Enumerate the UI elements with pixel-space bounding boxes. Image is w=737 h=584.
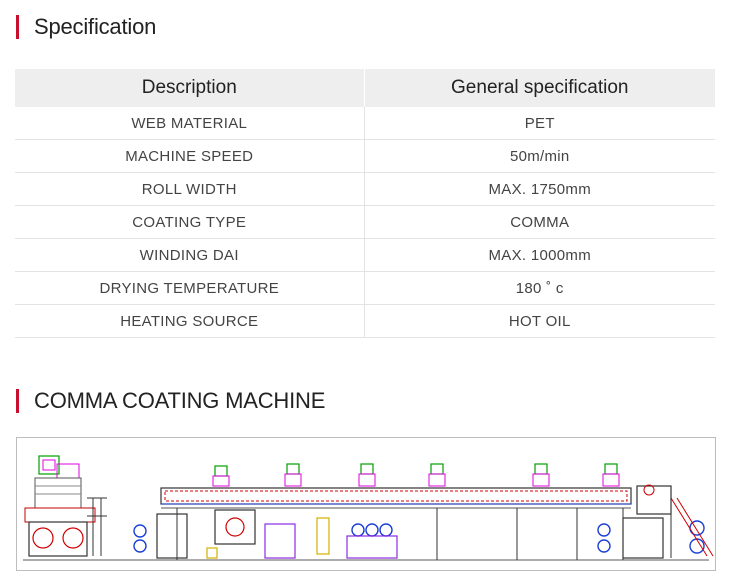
table-row: WINDING DAI MAX. 1000mm [15,238,715,272]
row-value: MAX. 1750mm [364,172,715,206]
heading-accent-bar [16,15,19,39]
row-description: ROLL WIDTH [15,172,365,206]
guide-rollers [133,520,705,554]
row-value: 180 ˚ c [364,271,715,305]
row-description: MACHINE SPEED [15,139,365,173]
row-description: WEB MATERIAL [15,107,365,140]
drying-oven [160,463,632,560]
row-value: COMMA [364,205,715,239]
specification-heading: Specification [16,14,156,40]
table-row: MACHINE SPEED 50m/min [15,139,715,173]
table-row: ROLL WIDTH MAX. 1750mm [15,172,715,206]
row-description: DRYING TEMPERATURE [15,271,365,305]
specification-title: Specification [34,14,157,39]
row-value: PET [364,107,715,140]
column-header-description: Description [15,69,365,107]
unwinder-unit [24,455,107,557]
machine-title: COMMA COATING MACHINE [34,388,326,413]
rewinder-unit [622,484,714,559]
row-value: MAX. 1000mm [364,238,715,272]
column-header-general-specification: General specification [364,69,715,107]
heading-accent-bar [16,389,19,413]
row-value: 50m/min [364,139,715,173]
comma-coating-machine-drawing [23,455,714,561]
row-description: HEATING SOURCE [15,304,365,338]
row-description: COATING TYPE [15,205,365,239]
row-value: HOT OIL [364,304,715,338]
comma-coating-head [156,509,398,559]
table-header-row: Description General specification [15,69,715,107]
table-row: DRYING TEMPERATURE 180 ˚ c [15,271,715,305]
machine-drawing-frame [16,437,716,571]
specification-table: Description General specification WEB MA… [15,69,715,338]
table-row: HEATING SOURCE HOT OIL [15,304,715,338]
table-row: WEB MATERIAL PET [15,107,715,140]
machine-heading: COMMA COATING MACHINE [16,388,325,414]
row-description: WINDING DAI [15,238,365,272]
table-row: COATING TYPE COMMA [15,205,715,239]
